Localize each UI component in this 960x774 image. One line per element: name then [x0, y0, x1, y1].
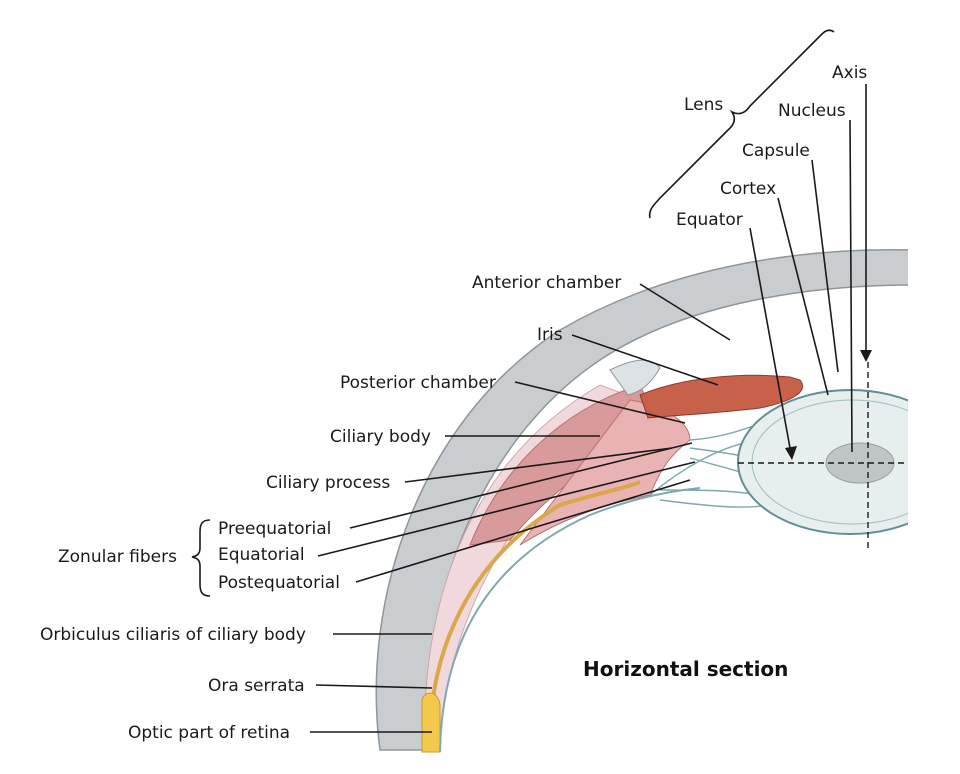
lens-bracket — [648, 29, 835, 219]
label-equatorial: Equatorial — [218, 545, 305, 565]
label-optic-part-retina: Optic part of retina — [128, 723, 290, 743]
label-equator: Equator — [676, 210, 743, 230]
top-leaders — [749, 84, 872, 460]
lens-body — [737, 389, 908, 535]
label-cortex: Cortex — [720, 179, 776, 199]
zonular-fibers-brace — [191, 519, 211, 597]
optic-part-retina-shape — [421, 692, 441, 753]
label-zonular-fibers: Zonular fibers — [58, 547, 177, 567]
chamber-angle — [609, 359, 661, 396]
label-capsule: Capsule — [742, 141, 810, 161]
eye-anatomy-drawing — [375, 249, 908, 753]
label-lens: Lens — [684, 95, 723, 115]
label-ora-serrata: Ora serrata — [208, 676, 305, 696]
inner-membrane — [439, 487, 701, 753]
label-ciliary-process: Ciliary process — [266, 473, 390, 493]
retina-layer — [427, 480, 641, 751]
label-anterior-chamber: Anterior chamber — [472, 273, 621, 293]
sclera-band — [375, 249, 908, 751]
label-posterior-chamber: Posterior chamber — [340, 373, 496, 393]
label-ciliary-body: Ciliary body — [330, 427, 431, 447]
figure-title: Horizontal section — [583, 657, 788, 681]
label-preequatorial: Preequatorial — [218, 519, 331, 539]
label-nucleus: Nucleus — [778, 101, 846, 121]
left-leaders — [310, 283, 731, 733]
iris-shape — [639, 374, 803, 419]
label-postequatorial: Postequatorial — [218, 573, 340, 593]
label-axis: Axis — [832, 63, 867, 83]
label-orbiculus-ciliaris: Orbiculus ciliaris of ciliary body — [40, 625, 306, 645]
label-iris: Iris — [537, 325, 563, 345]
